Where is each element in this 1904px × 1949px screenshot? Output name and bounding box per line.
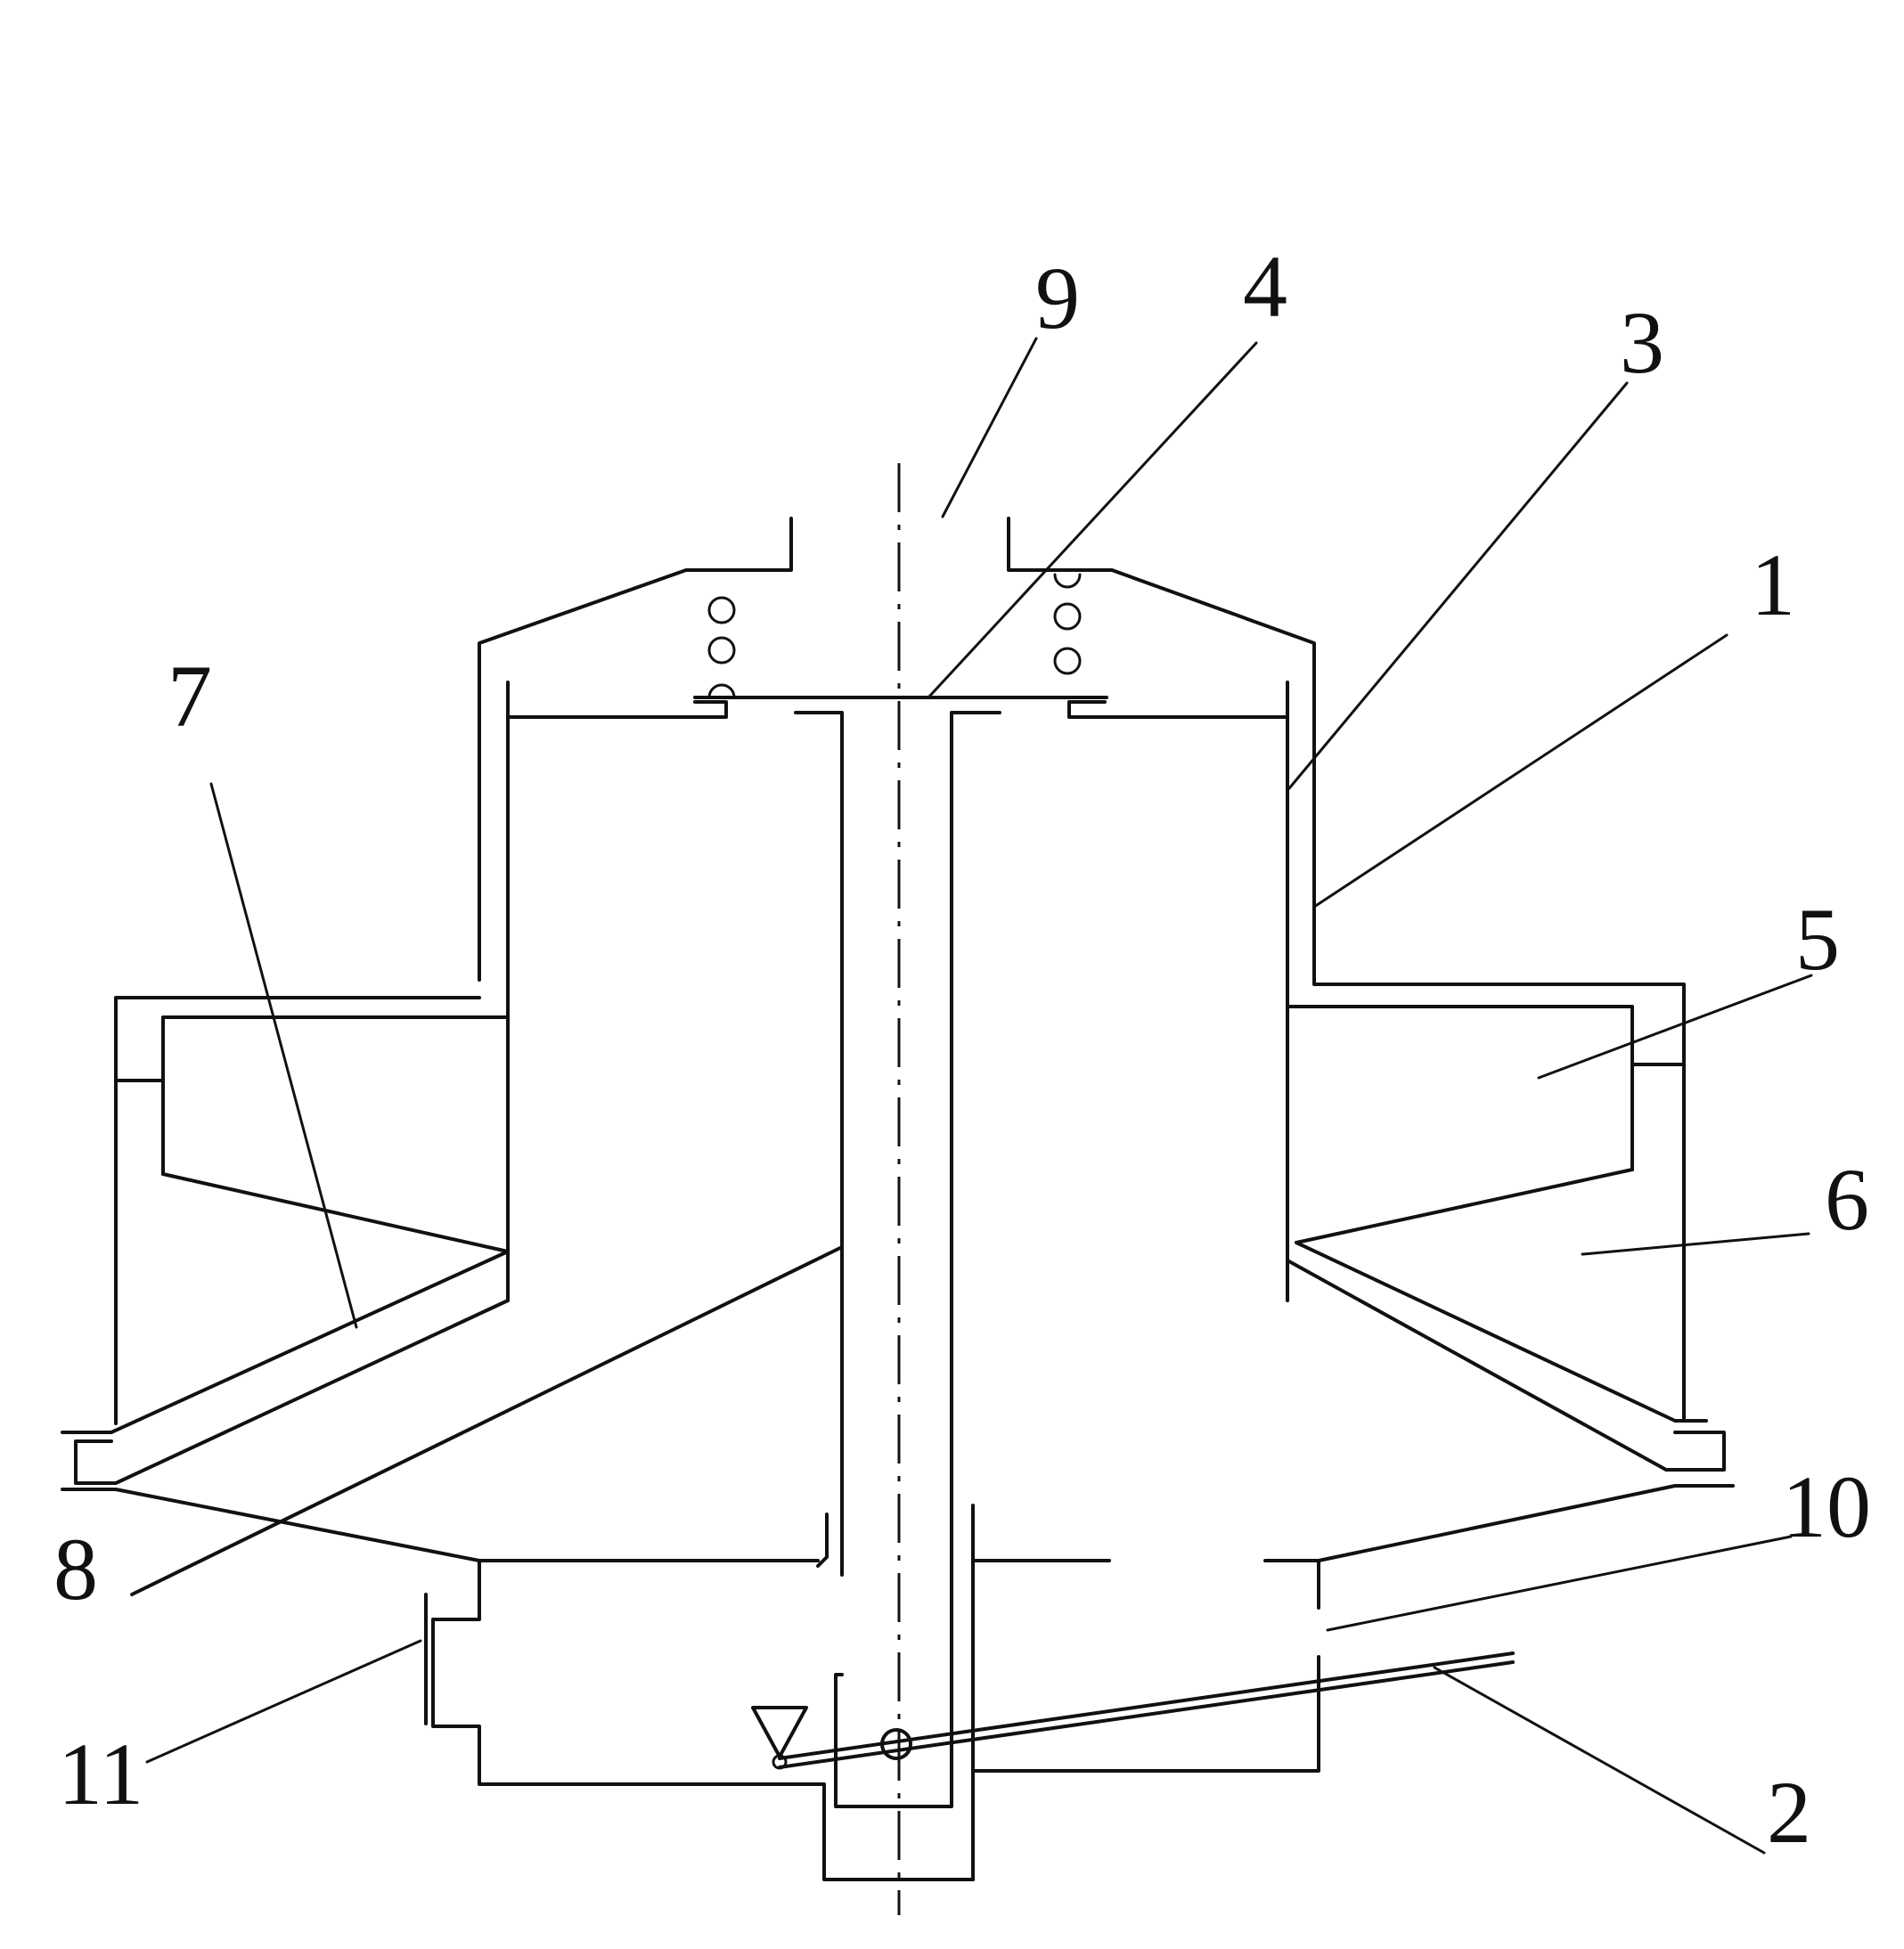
label-9: 9 [1035,249,1080,347]
lower-chamber [424,1559,1320,1881]
label-5: 5 [1795,890,1840,989]
float-lever [751,1651,1515,1770]
inner-cone-left [130,1245,844,1596]
left-housing [61,996,510,1562]
nozzle-holes [707,573,1082,699]
label-3: 3 [1620,293,1664,392]
leader-lines [145,337,1813,1855]
label-6: 6 [1825,1150,1869,1249]
label-4: 4 [1243,237,1287,336]
part-labels: 9 4 3 1 5 6 7 8 10 11 2 [53,237,1871,1862]
label-7: 7 [168,647,212,746]
label-10: 10 [1782,1457,1871,1556]
label-1: 1 [1751,535,1795,634]
right-housing [1286,978,1735,1562]
label-8: 8 [53,1520,98,1619]
central-pipe [794,711,1001,1881]
top-cover [478,517,1316,1302]
label-2: 2 [1767,1763,1811,1862]
label-11: 11 [58,1725,143,1823]
